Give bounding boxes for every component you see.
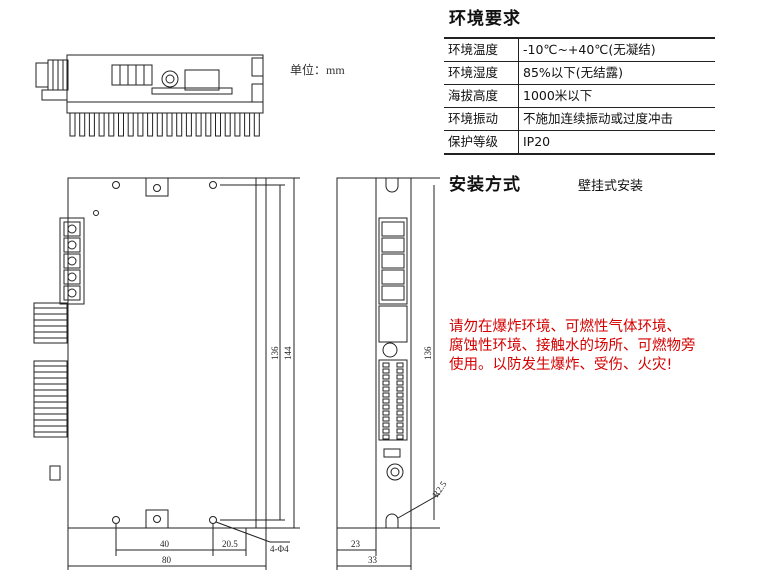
- table-row: 海拔高度 1000米以下: [444, 84, 715, 108]
- heatsink-fin: [234, 112, 241, 137]
- safety-warning: 请勿在爆炸环境、可燃性气体环境、 腐蚀性环境、接触水的场所、可燃物旁 使用。以防…: [449, 318, 739, 375]
- side-terminal: [381, 269, 405, 285]
- side-io-pin: [382, 434, 390, 440]
- heatsink-fin: [118, 112, 124, 137]
- env-key: 环境温度: [444, 37, 519, 62]
- side-terminal: [381, 237, 405, 253]
- side-io-pin: [396, 398, 404, 404]
- heatsink-fin: [195, 112, 202, 137]
- side-io-pin: [396, 410, 404, 416]
- side-io-pin: [382, 404, 390, 410]
- environment-table: 环境温度 -10℃~+40℃(无凝结) 环境湿度 85%以下(无结露) 海拔高度…: [444, 37, 715, 155]
- dim-holes-4-phi4: 4-Φ4: [270, 544, 289, 554]
- side-io-pin: [396, 380, 404, 386]
- warning-line: 使用。以防发生爆炸、受伤、火灾!: [449, 357, 673, 373]
- terminal-screw: [67, 272, 77, 282]
- terminal-screw: [67, 256, 77, 266]
- side-io-pin: [396, 368, 404, 374]
- heatsink-fin: [205, 112, 212, 137]
- side-io-pin: [396, 416, 404, 422]
- heatsink-fin: [108, 112, 115, 137]
- env-value: 不施加连续振动或过度冲击: [518, 107, 715, 131]
- dim-side-33: 33: [368, 555, 378, 565]
- power-terminal: [63, 253, 81, 269]
- heatsink-fin: [215, 112, 221, 137]
- side-io-pin: [382, 422, 390, 428]
- env-key: 海拔高度: [444, 84, 519, 108]
- env-key: 环境振动: [444, 107, 519, 131]
- side-terminal: [381, 221, 405, 237]
- dim-side-23: 23: [351, 539, 361, 549]
- table-row: 环境温度 -10℃~+40℃(无凝结): [444, 37, 715, 62]
- side-io-pin: [396, 434, 404, 440]
- side-terminal: [381, 285, 405, 301]
- side-io-pin: [396, 362, 404, 368]
- heatsink-fin: [127, 112, 134, 137]
- environment-title: 环境要求: [449, 9, 521, 29]
- side-io-pin: [382, 386, 390, 392]
- dim-side-height-136: 136: [423, 346, 433, 360]
- env-key: 保护等级: [444, 130, 519, 155]
- front-view: [33, 177, 300, 570]
- warning-line: 请勿在爆炸环境、可燃性气体环境、: [449, 319, 681, 335]
- installation-value: 壁挂式安装: [578, 179, 644, 194]
- heatsink-fin: [88, 112, 95, 137]
- power-terminal: [63, 269, 81, 285]
- heatsink-fin: [137, 112, 144, 137]
- env-value: 1000米以下: [518, 84, 715, 108]
- table-row: 环境振动 不施加连续振动或过度冲击: [444, 107, 715, 131]
- heatsink-fin: [98, 112, 105, 137]
- env-value: 85%以下(无结露): [518, 61, 715, 85]
- heatsink-fin: [156, 112, 163, 137]
- side-io-pin: [382, 368, 390, 374]
- side-view: [336, 177, 441, 570]
- heatsink-fin: [176, 112, 183, 137]
- side-io-pin: [396, 422, 404, 428]
- dim-side-radius: R2.5: [430, 479, 448, 499]
- heatsink-fin: [224, 112, 231, 137]
- side-io-pin: [382, 374, 390, 380]
- dim-height-136: 136: [270, 346, 280, 360]
- side-io-pin: [396, 392, 404, 398]
- side-io-pin: [382, 428, 390, 434]
- side-io-pin: [382, 380, 390, 386]
- terminal-screw: [67, 224, 77, 234]
- env-value: -10℃~+40℃(无凝结): [518, 37, 715, 62]
- power-terminal: [63, 285, 81, 301]
- warning-line: 腐蚀性环境、接触水的场所、可燃物旁: [449, 338, 696, 354]
- top-view: [35, 54, 264, 137]
- dim-width-80: 80: [162, 555, 172, 565]
- side-io-pin: [382, 410, 390, 416]
- side-io-pin: [396, 404, 404, 410]
- dim-hole-40: 40: [160, 539, 170, 549]
- env-value: IP20: [518, 130, 715, 155]
- unit-label: 单位：mm: [290, 62, 345, 77]
- heatsink-fin: [79, 112, 86, 137]
- dim-edge-20-5: 20.5: [222, 539, 238, 549]
- heatsink-fin: [185, 112, 192, 137]
- side-io-pin: [396, 428, 404, 434]
- table-row: 保护等级 IP20: [444, 130, 715, 155]
- heatsink-fin: [166, 112, 173, 137]
- side-io-pin: [396, 386, 404, 392]
- side-io-pin: [382, 392, 390, 398]
- terminal-screw: [67, 240, 77, 250]
- side-io-pin: [396, 374, 404, 380]
- terminal-screw: [67, 288, 77, 298]
- env-key: 环境湿度: [444, 61, 519, 85]
- installation-title: 安装方式: [449, 175, 521, 195]
- side-terminal: [381, 253, 405, 269]
- power-terminal: [63, 221, 81, 237]
- heatsink-fin: [147, 112, 154, 137]
- heatsink-fin: [244, 112, 251, 137]
- table-row: 环境湿度 85%以下(无结露): [444, 61, 715, 85]
- side-io-pin: [382, 398, 390, 404]
- power-terminal: [63, 237, 81, 253]
- dim-height-144: 144: [283, 346, 293, 360]
- heatsink-fin: [253, 112, 260, 137]
- side-io-pin: [382, 362, 390, 368]
- side-io-pin: [382, 416, 390, 422]
- heatsink-fin: [69, 112, 76, 137]
